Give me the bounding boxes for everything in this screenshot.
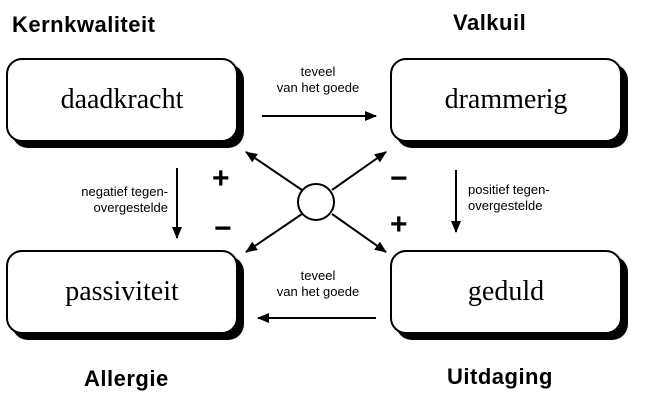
box-drammerig: drammerig [390,58,628,148]
edge-label-left-line2: overgestelde [93,200,168,215]
box-label-geduld: geduld [467,276,545,307]
edge-label-bottom-line2: van het goede [276,284,360,299]
arrow-diagonal-bottom-right [331,213,387,253]
sign-plus-top-left: + [212,162,230,195]
title-valkuil: Valkuil [453,10,527,35]
sign-minus-bottom-left: − [214,212,232,245]
arrow-diagonal-top-right [331,151,387,191]
title-allergie: Allergie [84,366,169,391]
arrow-diagonal-bottom-left [245,213,303,253]
box-face: daadkracht [6,58,238,142]
edge-label-left-line1: negatief tegen- [81,184,168,199]
edge-label-left: negatief tegen- overgestelde [40,184,168,216]
edge-label-top-line2: van het goede [276,80,360,95]
edge-label-bottom: teveel van het goede [262,268,374,300]
center-circle [297,183,335,221]
sign-plus-bottom-right: + [390,208,408,241]
edge-label-right-line1: positief tegen- [468,182,550,197]
sign-minus-top-right: − [390,162,408,195]
box-passiviteit: passiviteit [6,250,244,340]
arrow-diagonal-top-left [245,151,303,191]
box-label-drammerig: drammerig [444,84,568,115]
box-label-passiviteit: passiviteit [65,276,179,307]
box-geduld: geduld [390,250,628,340]
box-label-daadkracht: daadkracht [60,84,184,115]
title-kernkwaliteit: Kernkwaliteit [12,12,156,37]
title-uitdaging: Uitdaging [447,364,553,389]
edge-label-right-line2: overgestelde [468,198,543,213]
edge-label-top-line1: teveel [300,64,336,79]
box-face: geduld [390,250,622,334]
edge-label-top: teveel van het goede [262,64,374,96]
edge-label-bottom-line1: teveel [300,268,336,283]
box-face: passiviteit [6,250,238,334]
edge-label-right: positief tegen- overgestelde [468,182,598,214]
box-face: drammerig [390,58,622,142]
box-daadkracht: daadkracht [6,58,244,148]
